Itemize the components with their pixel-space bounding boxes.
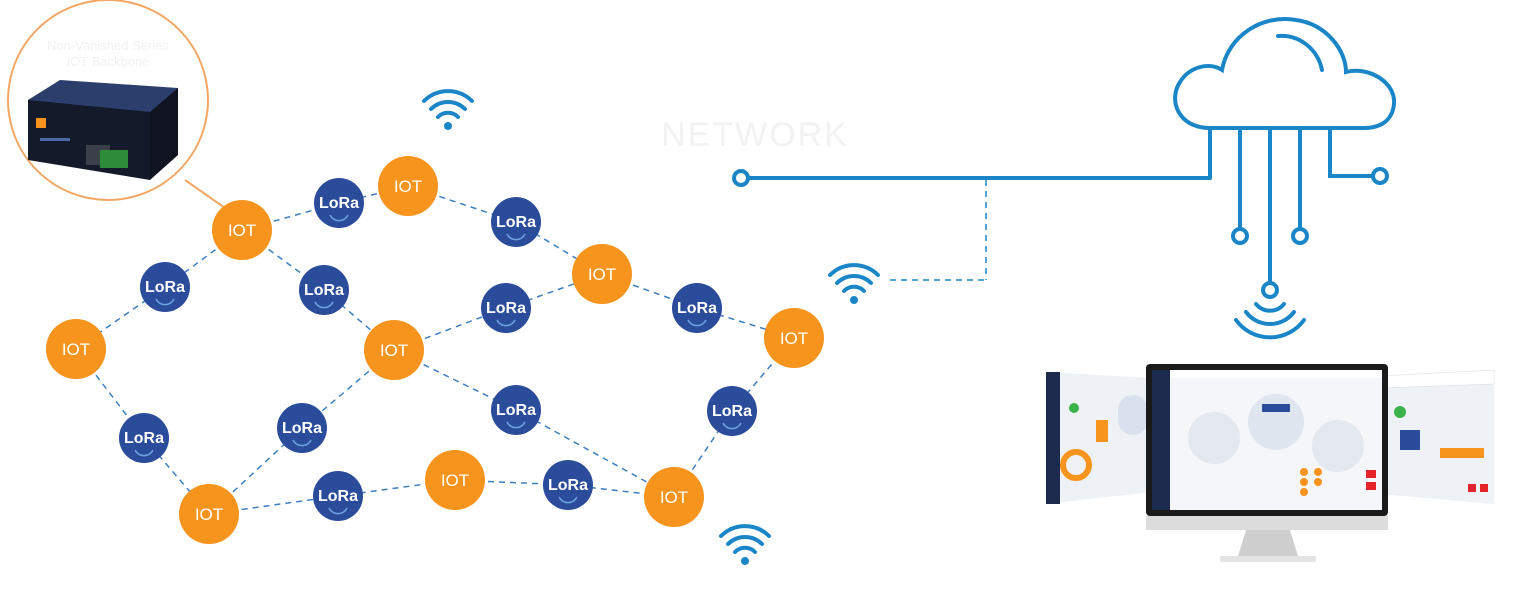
lora-node: LoRa (313, 471, 363, 521)
signal-arc (314, 301, 334, 309)
lora-node: LoRa (672, 283, 722, 333)
signal-arc (506, 233, 526, 241)
iot-node-label: IOT (228, 221, 256, 240)
router-subtitle: IOT Backbone (67, 54, 150, 69)
iot-node-label: IOT (380, 341, 408, 360)
lora-node-label: LoRa (318, 488, 358, 505)
mesh-link (337, 479, 456, 497)
iot-node-label: IOT (660, 488, 688, 507)
lora-node: LoRa (707, 386, 757, 436)
iot-node: IOT (644, 467, 704, 527)
mesh-link (454, 479, 569, 486)
iot-node: IOT (364, 320, 424, 380)
cloud-icon (1173, 17, 1397, 340)
signal-arc (506, 421, 526, 429)
wifi-icon (828, 263, 880, 304)
iot-node-label: IOT (780, 329, 808, 348)
lora-node: LoRa (481, 283, 531, 333)
lora-node: LoRa (119, 413, 169, 463)
lora-node-label: LoRa (486, 300, 526, 317)
iot-node-label: IOT (588, 265, 616, 284)
iot-node: IOT (764, 308, 824, 368)
cloud-connection (732, 169, 1210, 281)
wifi-icon (719, 524, 771, 565)
lora-node-label: LoRa (548, 477, 588, 494)
iot-node-label: IOT (441, 471, 469, 490)
signal-arc (329, 214, 349, 222)
mesh-link (407, 185, 517, 223)
signal-arc (155, 298, 175, 306)
iot-node: IOT (572, 244, 632, 304)
lora-node-label: LoRa (145, 279, 185, 296)
lora-node: LoRa (543, 460, 593, 510)
signal-arc (292, 439, 312, 447)
signal-arc (496, 319, 516, 327)
lora-node-label: LoRa (496, 402, 536, 419)
lora-node-label: LoRa (496, 214, 536, 231)
lora-node-label: LoRa (319, 195, 359, 212)
wifi-icon (422, 89, 474, 130)
lora-node: LoRa (140, 262, 190, 312)
mesh-link (515, 409, 675, 498)
iot-node: IOT (212, 200, 272, 260)
signal-arc (558, 496, 578, 504)
dashboard-monitor (1046, 364, 1495, 562)
lora-node-label: LoRa (677, 300, 717, 317)
router-callout: Non-Vanished Series IOT Backbone (7, 0, 226, 209)
lora-node-label: LoRa (712, 403, 752, 420)
lora-node: LoRa (491, 197, 541, 247)
lora-node-label: LoRa (124, 430, 164, 447)
iot-node-label: IOT (195, 505, 223, 524)
router-device (28, 80, 178, 180)
signal-arc (722, 422, 742, 430)
lora-node: LoRa (299, 265, 349, 315)
router-title: Non-Vanished Series (47, 38, 169, 53)
network-label: NETWORK (661, 116, 849, 154)
iot-node: IOT (425, 450, 485, 510)
callout-connector (184, 179, 226, 209)
iot-node-label: IOT (394, 177, 422, 196)
signal-arc (134, 449, 154, 457)
signal-arc (328, 507, 348, 515)
lora-node-label: LoRa (304, 282, 344, 299)
iot-node: IOT (179, 484, 239, 544)
lora-node: LoRa (314, 178, 364, 228)
iot-node: IOT (46, 319, 106, 379)
lora-node: LoRa (491, 385, 541, 435)
lora-node: LoRa (277, 403, 327, 453)
lora-node-label: LoRa (282, 420, 322, 437)
iot-node: IOT (378, 156, 438, 216)
iot-node-label: IOT (62, 340, 90, 359)
signal-arc (687, 319, 707, 327)
